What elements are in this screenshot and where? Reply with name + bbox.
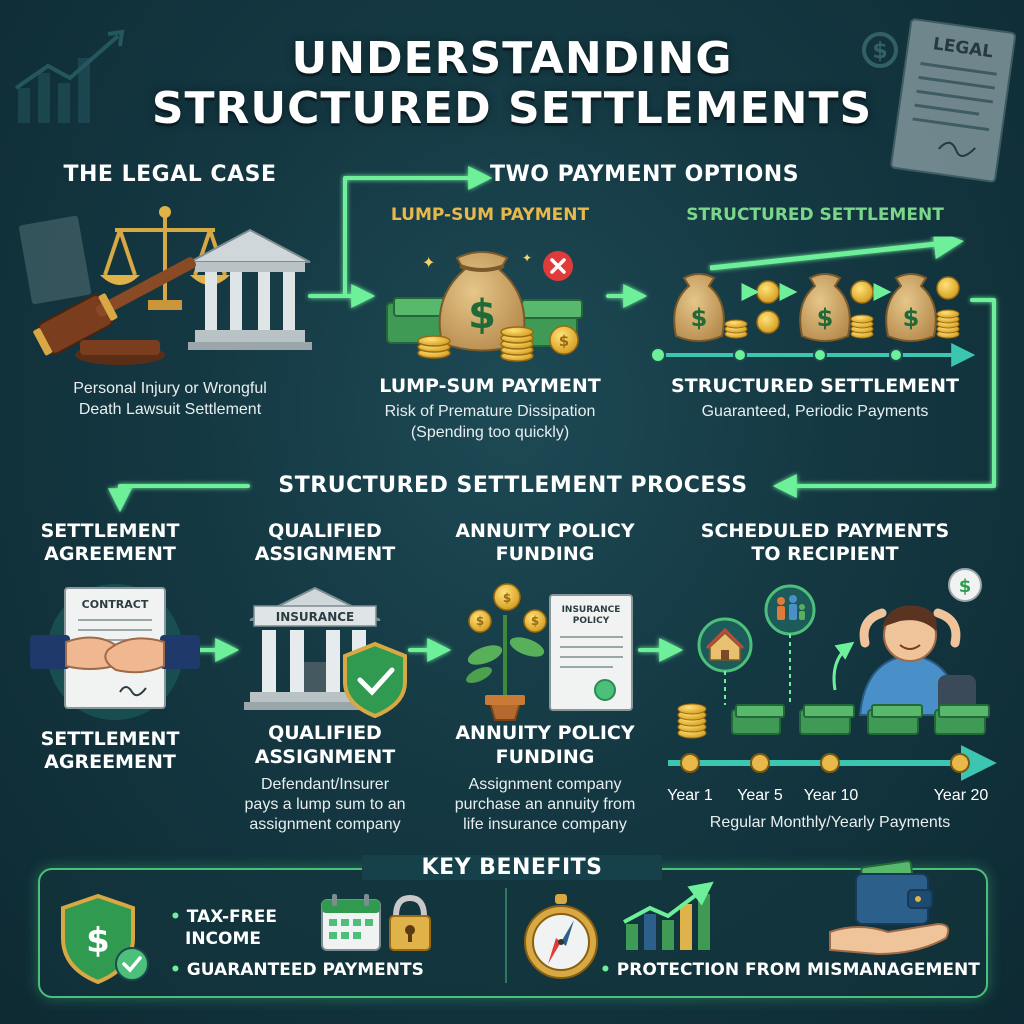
- step-3-caption-line2: FUNDING: [495, 746, 595, 768]
- tax-shield-icon: $: [61, 893, 149, 985]
- step-4-title-line1: SCHEDULED PAYMENTS: [700, 520, 950, 542]
- step-2-caption-line2: ASSIGNMENT: [254, 746, 396, 768]
- structured-desc: Guaranteed, Periodic Payments: [701, 403, 929, 420]
- compass-icon: [524, 894, 598, 979]
- benefits-divider: [505, 888, 507, 983]
- page-title-line2: STRUCTURED SETTLEMENTS: [151, 83, 873, 134]
- step-4-title-line2: TO RECIPIENT: [751, 543, 899, 565]
- legal-case-caption-line1: Personal Injury or Wrongful: [73, 380, 267, 397]
- lump-sum-title: LUMP-SUM PAYMENT: [379, 375, 601, 397]
- contract-label: CONTRACT: [82, 598, 149, 611]
- legal-document-icon: $ LEGAL: [862, 18, 1017, 183]
- structured-title: STRUCTURED SETTLEMENT: [671, 375, 959, 397]
- step-3-desc-line3: life insurance company: [463, 816, 627, 833]
- calendar-lock-icon: [321, 894, 431, 951]
- step-2-caption-line1: QUALIFIED: [268, 722, 382, 744]
- timeline-dot-year-1: [680, 753, 700, 773]
- svg-text:$: $: [86, 921, 110, 961]
- insurance-building-icon: INSURANCE: [244, 586, 407, 719]
- risk-x-icon: [543, 251, 573, 281]
- timeline-year-1: Year 1: [667, 787, 713, 804]
- lump-sum-money-bag-icon: $ $ ✦ ✦: [386, 251, 583, 362]
- structured-settlement-label: STRUCTURED SETTLEMENT: [686, 205, 944, 225]
- lump-sum-desc-line1: Risk of Premature Dissipation: [384, 403, 596, 420]
- lump-sum-desc-line2: (Spending too quickly): [410, 424, 570, 441]
- step-1-title-line1: SETTLEMENT: [40, 520, 180, 542]
- wallet-hand-icon: [829, 860, 950, 956]
- step-1-caption-line2: AGREEMENT: [44, 751, 176, 773]
- svg-text:$: $: [468, 292, 496, 338]
- svg-text:✦: ✦: [522, 251, 532, 265]
- recipient-payments-icon: $: [677, 568, 990, 739]
- annuity-policy-icon: INSURANCE POLICY $ $ $: [466, 583, 633, 721]
- benefit-1-line1: • TAX-FREE: [170, 907, 277, 927]
- background-chart-icon: [14, 29, 125, 123]
- svg-text:$: $: [476, 614, 484, 628]
- svg-text:$: $: [817, 304, 834, 332]
- svg-text:$: $: [503, 591, 511, 605]
- svg-text:✦: ✦: [422, 253, 435, 272]
- timeline-caption: Regular Monthly/Yearly Payments: [709, 814, 951, 831]
- benefit-2-text: GUARANTEED PAYMENTS: [186, 960, 424, 980]
- timeline-year-5: Year 5: [737, 787, 783, 804]
- step-2-desc-line1: Defendant/Insurer: [260, 776, 390, 793]
- svg-text:$: $: [959, 576, 972, 597]
- timeline-dot-year-20: [950, 753, 970, 773]
- svg-text:$: $: [872, 39, 887, 64]
- payment-timeline: [668, 745, 997, 781]
- timeline-dot-year-5: [750, 753, 770, 773]
- step-3-desc-line1: Assignment company: [468, 776, 622, 793]
- growth-chart-icon: [623, 881, 714, 950]
- policy-label-line1: INSURANCE: [562, 605, 621, 615]
- legal-case-heading: THE LEGAL CASE: [63, 162, 277, 187]
- benefit-3-text: PROTECTION FROM MISMANAGEMENT: [616, 960, 980, 980]
- legal-case-caption-line2: Death Lawsuit Settlement: [78, 401, 262, 418]
- step-2-desc-line2: pays a lump sum to an: [244, 796, 406, 813]
- structured-settlement-bags-icon: $ $ $: [650, 229, 976, 367]
- step-1-caption-line1: SETTLEMENT: [40, 728, 180, 750]
- svg-text:$: $: [903, 304, 920, 332]
- payment-options-heading: TWO PAYMENT OPTIONS: [490, 162, 800, 187]
- timeline-year-10: Year 10: [803, 787, 859, 804]
- insurance-label: INSURANCE: [276, 610, 354, 624]
- step-3-desc-line2: purchase an annuity from: [454, 796, 636, 813]
- key-benefits-heading: KEY BENEFITS: [362, 855, 662, 880]
- benefit-2: • GUARANTEED PAYMENTS: [170, 960, 424, 980]
- step-2-desc-line3: assignment company: [249, 816, 401, 833]
- benefit-3: • PROTECTION FROM MISMANAGEMENT: [600, 960, 980, 980]
- benefit-1-line2: INCOME: [185, 929, 262, 949]
- svg-text:$: $: [691, 304, 708, 332]
- step-2-title-line2: ASSIGNMENT: [254, 543, 396, 565]
- step-3-title-line2: FUNDING: [495, 543, 595, 565]
- step-1-title-line2: AGREEMENT: [44, 543, 176, 565]
- svg-text:$: $: [559, 332, 569, 350]
- svg-text:$: $: [531, 614, 539, 628]
- timeline-dot-year-10: [820, 753, 840, 773]
- timeline-year-20: Year 20: [933, 787, 989, 804]
- step-3-title-line1: ANNUITY POLICY: [455, 520, 635, 542]
- contract-handshake-icon: CONTRACT: [30, 584, 200, 720]
- page-title-line1: UNDERSTANDING: [291, 33, 733, 84]
- policy-label-line2: POLICY: [573, 616, 610, 626]
- scales-gavel-courthouse-icon: [18, 206, 312, 365]
- step-3-caption-line1: ANNUITY POLICY: [455, 722, 635, 744]
- lump-sum-label: LUMP-SUM PAYMENT: [390, 205, 590, 225]
- benefit-1-line1-text: TAX-FREE: [186, 907, 277, 927]
- process-heading: STRUCTURED SETTLEMENT PROCESS: [278, 473, 748, 498]
- step-2-title-line1: QUALIFIED: [268, 520, 382, 542]
